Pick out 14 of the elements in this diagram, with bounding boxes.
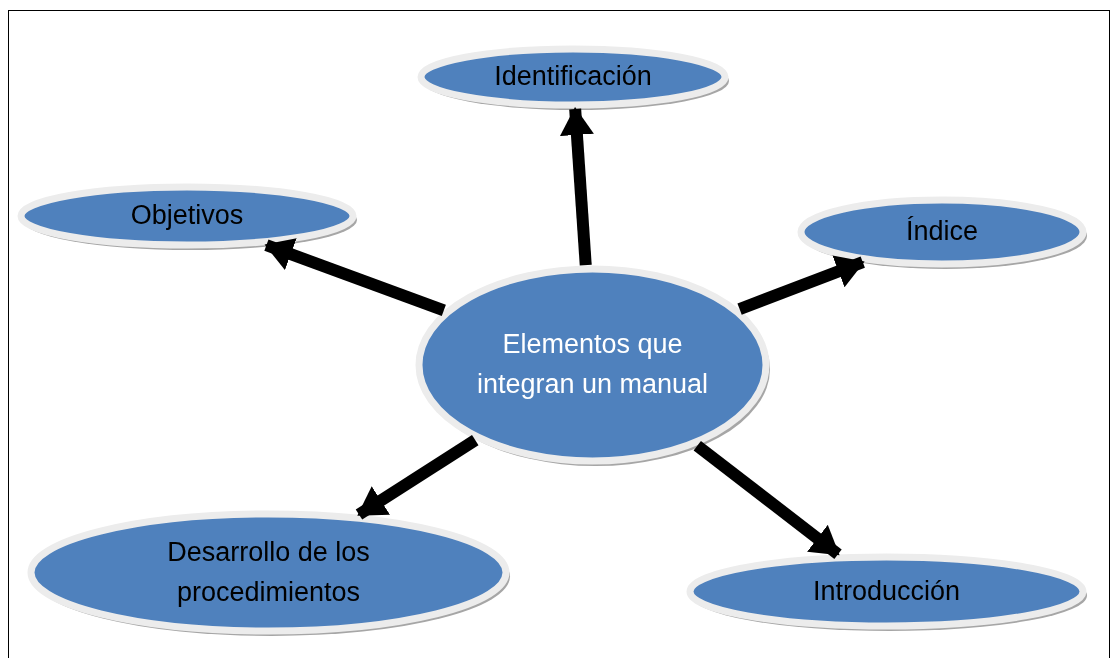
node-label: Identificación [493,60,653,93]
arrow [737,255,865,315]
node-label: Objetivos [129,199,245,232]
node-label: Índice [904,215,980,248]
ellipse-node [415,265,770,465]
node-label: Introducción [811,574,962,608]
ellipse-node [17,183,357,249]
node-label: Elementos que integran un manual [475,328,710,401]
ellipse-node [797,196,1087,268]
node-label: Desarrollo de los procedimientos [166,535,371,609]
ellipse-node [27,510,510,635]
arrow [559,107,594,266]
ellipse-node [686,553,1087,630]
ellipse-node [417,45,729,109]
